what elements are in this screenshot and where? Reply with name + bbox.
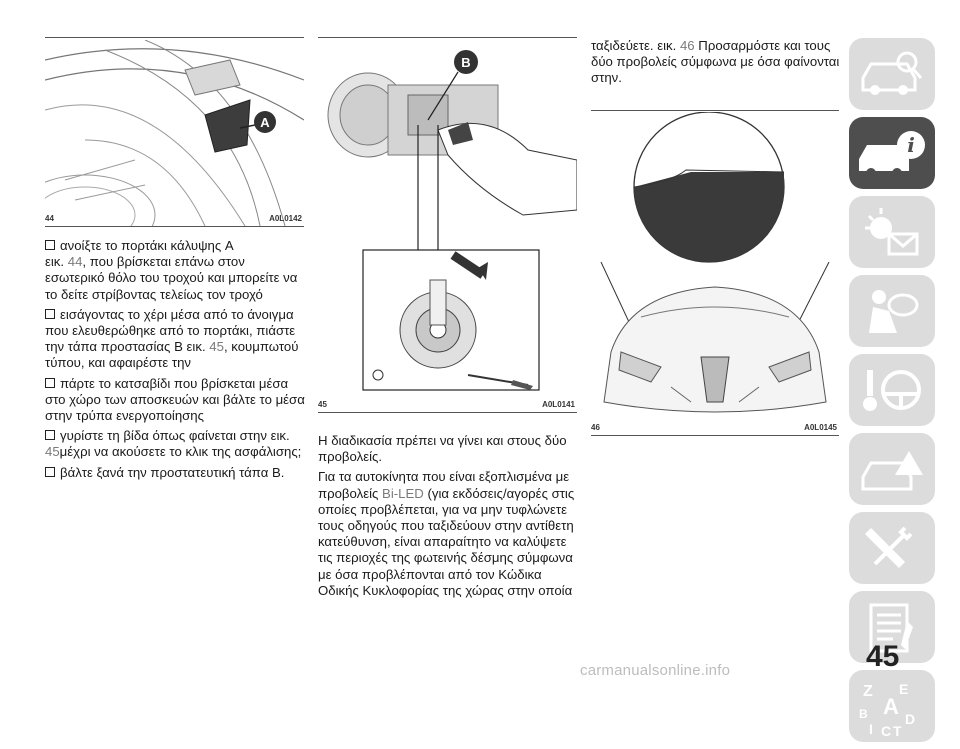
product-reference: Bi-LED: [382, 485, 424, 501]
warning-triangle-car-icon: [861, 451, 923, 491]
figure-reference: 44: [67, 254, 83, 270]
figure-reference: 45: [45, 444, 60, 460]
figure-number: 46: [591, 423, 600, 432]
callout-a: [254, 111, 276, 133]
wheel-arch-illustration: A: [45, 40, 304, 226]
beam-pattern-illustration: [600, 112, 830, 413]
chapter-tabs-sidebar: i: [849, 38, 960, 749]
figure-code: A0L0142: [269, 214, 302, 223]
tools-icon: [865, 526, 913, 568]
figure-number: 44: [45, 214, 54, 223]
callout-b-label: B: [461, 55, 470, 70]
figure-46: 46 A0L0145: [591, 112, 839, 436]
tab-technical-data[interactable]: [849, 591, 935, 663]
figure-45: B 45 A0L0141: [318, 40, 577, 413]
tab-starting-driving[interactable]: [849, 354, 935, 426]
tab-emergency[interactable]: [849, 433, 935, 505]
figure-number: 45: [318, 400, 327, 409]
svg-text:E: E: [899, 681, 908, 697]
car-info-icon: i: [859, 131, 925, 178]
figure-reference: 46: [679, 38, 695, 53]
warning-lights-icon: [865, 208, 919, 256]
spec-sheet-icon: [869, 603, 913, 653]
svg-text:T: T: [893, 723, 902, 739]
top-rule-middle: [318, 37, 577, 38]
tab-car-info[interactable]: i: [849, 117, 935, 189]
checkbox-bullet-icon: [45, 308, 55, 319]
figure-code: A0L0145: [804, 423, 837, 432]
page-number: 45: [866, 640, 900, 673]
checkbox-bullet-icon: [45, 240, 55, 250]
svg-text:B: B: [859, 707, 868, 721]
tab-index[interactable]: Z E B A D I C T: [849, 670, 935, 742]
checkbox-bullet-icon: [45, 466, 55, 477]
paragraph: ταξιδεύετε. εικ. 46 Προσαρμόστε και τους…: [591, 38, 840, 86]
tab-dashboard[interactable]: [849, 38, 935, 110]
svg-text:I: I: [869, 721, 873, 737]
column-2-text: Η διαδικασία πρέπει να γίνει και στους δ…: [318, 433, 580, 603]
tab-maintenance[interactable]: [849, 512, 935, 584]
tab-warning-lights[interactable]: [849, 196, 935, 268]
figure-46-top-rule: [591, 110, 839, 111]
callout-b: [454, 50, 478, 74]
car-dashboard-icon: [861, 51, 923, 95]
checkbox-bullet-icon: [45, 430, 55, 441]
figure-reference: 45: [209, 339, 224, 355]
headlamp-adjustment-illustration: B: [327, 50, 577, 391]
svg-text:D: D: [905, 711, 915, 727]
steering-wheel-icon: [863, 370, 921, 411]
instruction-item: βάλτε ξανά την προστατευτική τάπα B.: [45, 465, 307, 481]
airbag-seat-icon: [869, 290, 919, 333]
instruction-item: εισάγοντας το χέρι μέσα από το άνοιγμα π…: [45, 306, 299, 371]
alphabetical-index-icon: Z E B A D I C T: [859, 681, 915, 739]
paragraph: Για τα αυτοκίνητα που είναι εξοπλισμένα …: [318, 469, 575, 598]
svg-text:C: C: [881, 723, 891, 739]
paragraph: Η διαδικασία πρέπει να γίνει και στους δ…: [318, 433, 567, 465]
instruction-item: γυρίστε τη βίδα όπως φαίνεται στην εικ. …: [45, 428, 302, 460]
watermark: carmanualsonline.info: [580, 662, 731, 679]
tab-safety[interactable]: [849, 275, 935, 347]
svg-text:A: A: [883, 694, 899, 719]
top-rule-left: [45, 37, 304, 38]
svg-text:i: i: [907, 133, 915, 157]
checkbox-bullet-icon: [45, 377, 55, 388]
figure-code: A0L0141: [542, 400, 575, 409]
column-3-text: ταξιδεύετε. εικ. 46 Προσαρμόστε και τους…: [591, 38, 841, 91]
figure-44: A 44 A0L0142: [45, 40, 304, 227]
instruction-item: πάρτε το κατσαβίδι που βρίσκεται μέσα στ…: [45, 375, 305, 424]
callout-a-label: A: [260, 115, 270, 130]
